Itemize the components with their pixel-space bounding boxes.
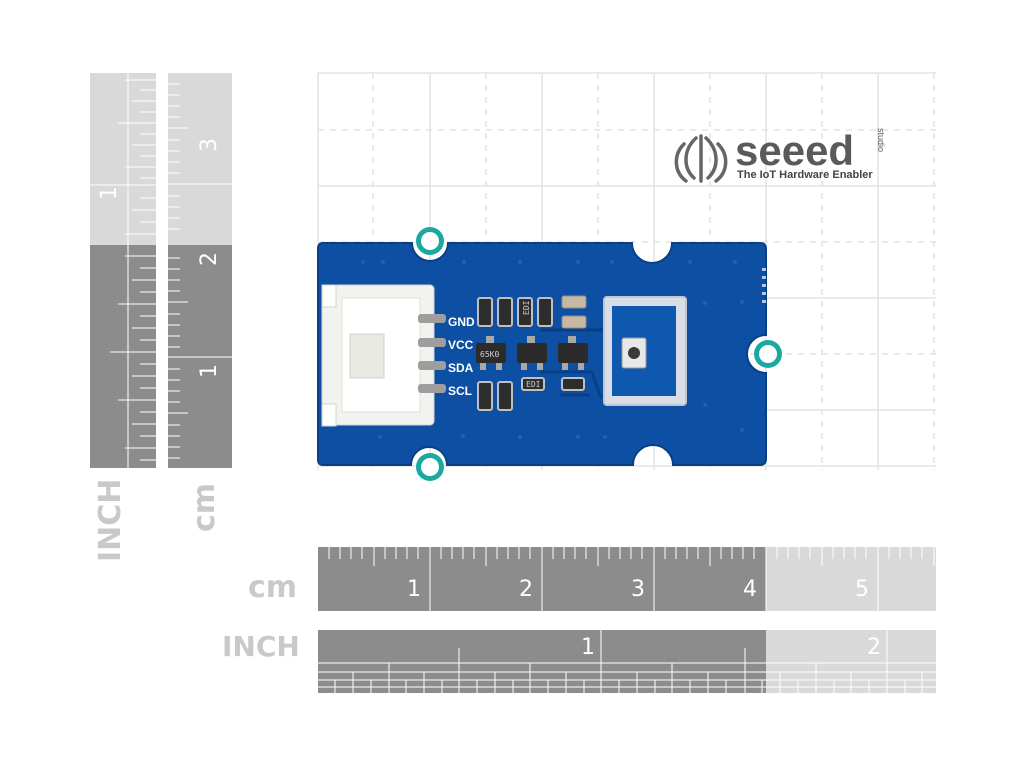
- horizontal-cm-number-5: 5: [855, 577, 869, 602]
- horizontal-inch-label: INCH: [222, 630, 300, 663]
- vertical-cm-label: cm: [187, 483, 222, 532]
- vertical-cm-number-1: 1: [197, 364, 222, 378]
- horizontal-cm-number-2: 2: [519, 577, 533, 602]
- vertical-cm-number-2: 2: [197, 252, 222, 266]
- grove-sensor-board: GND VCC SDA SCL EDI EDI: [317, 227, 782, 481]
- horizontal-inch-number-2: 2: [867, 635, 881, 660]
- chip-marking: 65K0: [480, 350, 499, 359]
- horizontal-cm-number-3: 3: [631, 577, 645, 602]
- horizontal-inch-ruler: 1 2: [318, 630, 936, 693]
- transistor-chips: 65K0: [476, 336, 588, 370]
- vertical-cm-ruler: 3 2 1: [168, 73, 232, 468]
- vertical-inch-label: INCH: [93, 479, 128, 562]
- brand-studio: studio: [876, 128, 886, 152]
- cap-marking-1: EDI: [522, 300, 531, 315]
- brand-name: seeed: [735, 127, 854, 174]
- pcb-vias: [361, 260, 744, 439]
- vertical-inch-number: 1: [97, 186, 122, 200]
- brand-tagline: The IoT Hardware Enabler: [737, 169, 873, 181]
- horizontal-cm-ruler: 1 2 3 4 5: [318, 547, 936, 611]
- cap-marking-2: EDI: [526, 380, 541, 389]
- grove-connector: [321, 284, 446, 427]
- seeed-logo: seeed studio The IoT Hardware Enabler: [674, 127, 886, 183]
- horizontal-cm-number-1: 1: [407, 577, 421, 602]
- pin-label-scl: SCL: [448, 384, 472, 398]
- horizontal-cm-number-4: 4: [743, 577, 757, 602]
- vertical-cm-number-3: 3: [197, 138, 222, 152]
- pin-label-gnd: GND: [448, 315, 475, 329]
- horizontal-cm-label: cm: [248, 570, 297, 605]
- seeed-leaf-icon: [674, 134, 728, 183]
- vertical-inch-ruler: 1: [90, 73, 156, 468]
- sensor-window: [603, 296, 687, 406]
- pin-label-sda: SDA: [448, 361, 474, 375]
- horizontal-inch-number-1: 1: [581, 635, 595, 660]
- edge-castellation: [762, 268, 766, 303]
- smd-components: EDI EDI: [477, 295, 587, 411]
- pin-label-vcc: VCC: [448, 338, 474, 352]
